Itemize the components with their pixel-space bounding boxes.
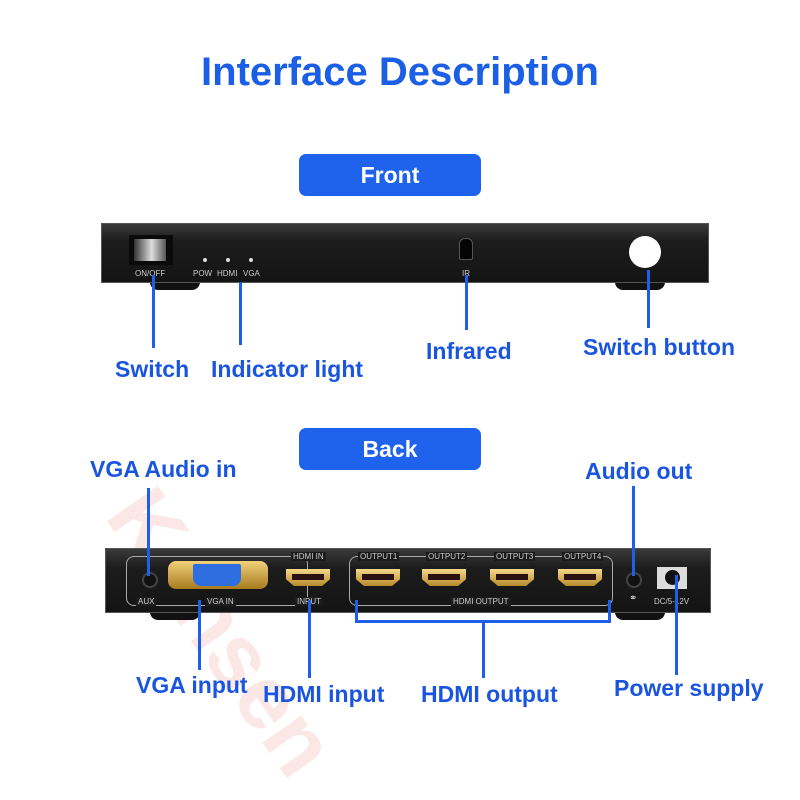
hdmi-output2-port <box>422 569 466 586</box>
headphone-icon: ⚭ <box>629 593 638 604</box>
callout-line <box>239 282 242 345</box>
output4-label: OUTPUT4 <box>562 552 604 561</box>
indicator-callout: Indicator light <box>211 356 364 382</box>
hdmi-label: HDMI <box>217 269 238 278</box>
on-off-label: ON/OFF <box>135 269 166 278</box>
callout-line <box>147 488 150 576</box>
device-foot <box>150 282 200 290</box>
callout-line <box>308 600 311 678</box>
front-panel: ON/OFF POW HDMI VGA IR <box>101 223 709 283</box>
power-switch <box>129 235 173 265</box>
vga-input-callout: VGA input <box>136 672 248 698</box>
vga-port <box>168 561 268 589</box>
aux-label: AUX <box>136 597 157 606</box>
callout-line <box>675 575 678 675</box>
hdmi-output1-port <box>356 569 400 586</box>
dc-label: DC/5-12V <box>654 597 690 606</box>
switch-button-callout: Switch button <box>583 334 736 360</box>
output2-label: OUTPUT2 <box>426 552 468 561</box>
vga-led <box>249 258 253 262</box>
pow-label: POW <box>193 269 213 278</box>
hdmi-led <box>226 258 230 262</box>
vga-audio-in-callout: VGA Audio in <box>90 456 237 482</box>
callout-line <box>632 486 635 576</box>
output1-label: OUTPUT1 <box>358 552 400 561</box>
page-title: Interface Description <box>201 50 599 94</box>
device-foot <box>150 612 200 620</box>
dc-jack <box>657 567 687 589</box>
front-section-label: Front <box>299 154 481 196</box>
aux-jack <box>142 572 158 588</box>
back-panel: ⚭ AUX VGA IN HDMI IN INPUT OUTPUT1 OUTPU… <box>105 548 711 613</box>
hdmi-output-callout: HDMI output <box>421 681 558 707</box>
device-foot <box>615 612 665 620</box>
vga-in-label: VGA IN <box>205 597 236 606</box>
callout-line <box>355 600 358 622</box>
infrared-callout: Infrared <box>426 338 512 364</box>
output3-label: OUTPUT3 <box>494 552 536 561</box>
callout-line <box>198 600 201 670</box>
hdmi-input-port <box>286 569 330 586</box>
hdmi-input-callout: HDMI input <box>263 681 385 707</box>
back-section-label: Back <box>299 428 481 470</box>
callout-line <box>647 270 650 328</box>
ir-label: IR <box>462 269 470 278</box>
callout-line <box>608 600 611 622</box>
vga-label: VGA <box>243 269 260 278</box>
ir-sensor <box>459 238 473 260</box>
hdmi-output3-port <box>490 569 534 586</box>
callout-line <box>465 275 468 330</box>
hdmi-output-label: HDMI OUTPUT <box>451 597 511 606</box>
switch-button[interactable] <box>629 236 661 268</box>
power-supply-callout: Power supply <box>614 675 764 701</box>
hdmi-output4-port <box>558 569 602 586</box>
callout-line <box>482 620 485 678</box>
switch-callout: Switch <box>115 356 190 382</box>
callout-line <box>152 275 155 348</box>
device-foot <box>615 282 665 290</box>
hdmi-in-label: HDMI IN <box>291 552 326 561</box>
watermark: Kensen <box>87 470 356 795</box>
audio-out-callout: Audio out <box>585 458 693 484</box>
pow-led <box>203 258 207 262</box>
